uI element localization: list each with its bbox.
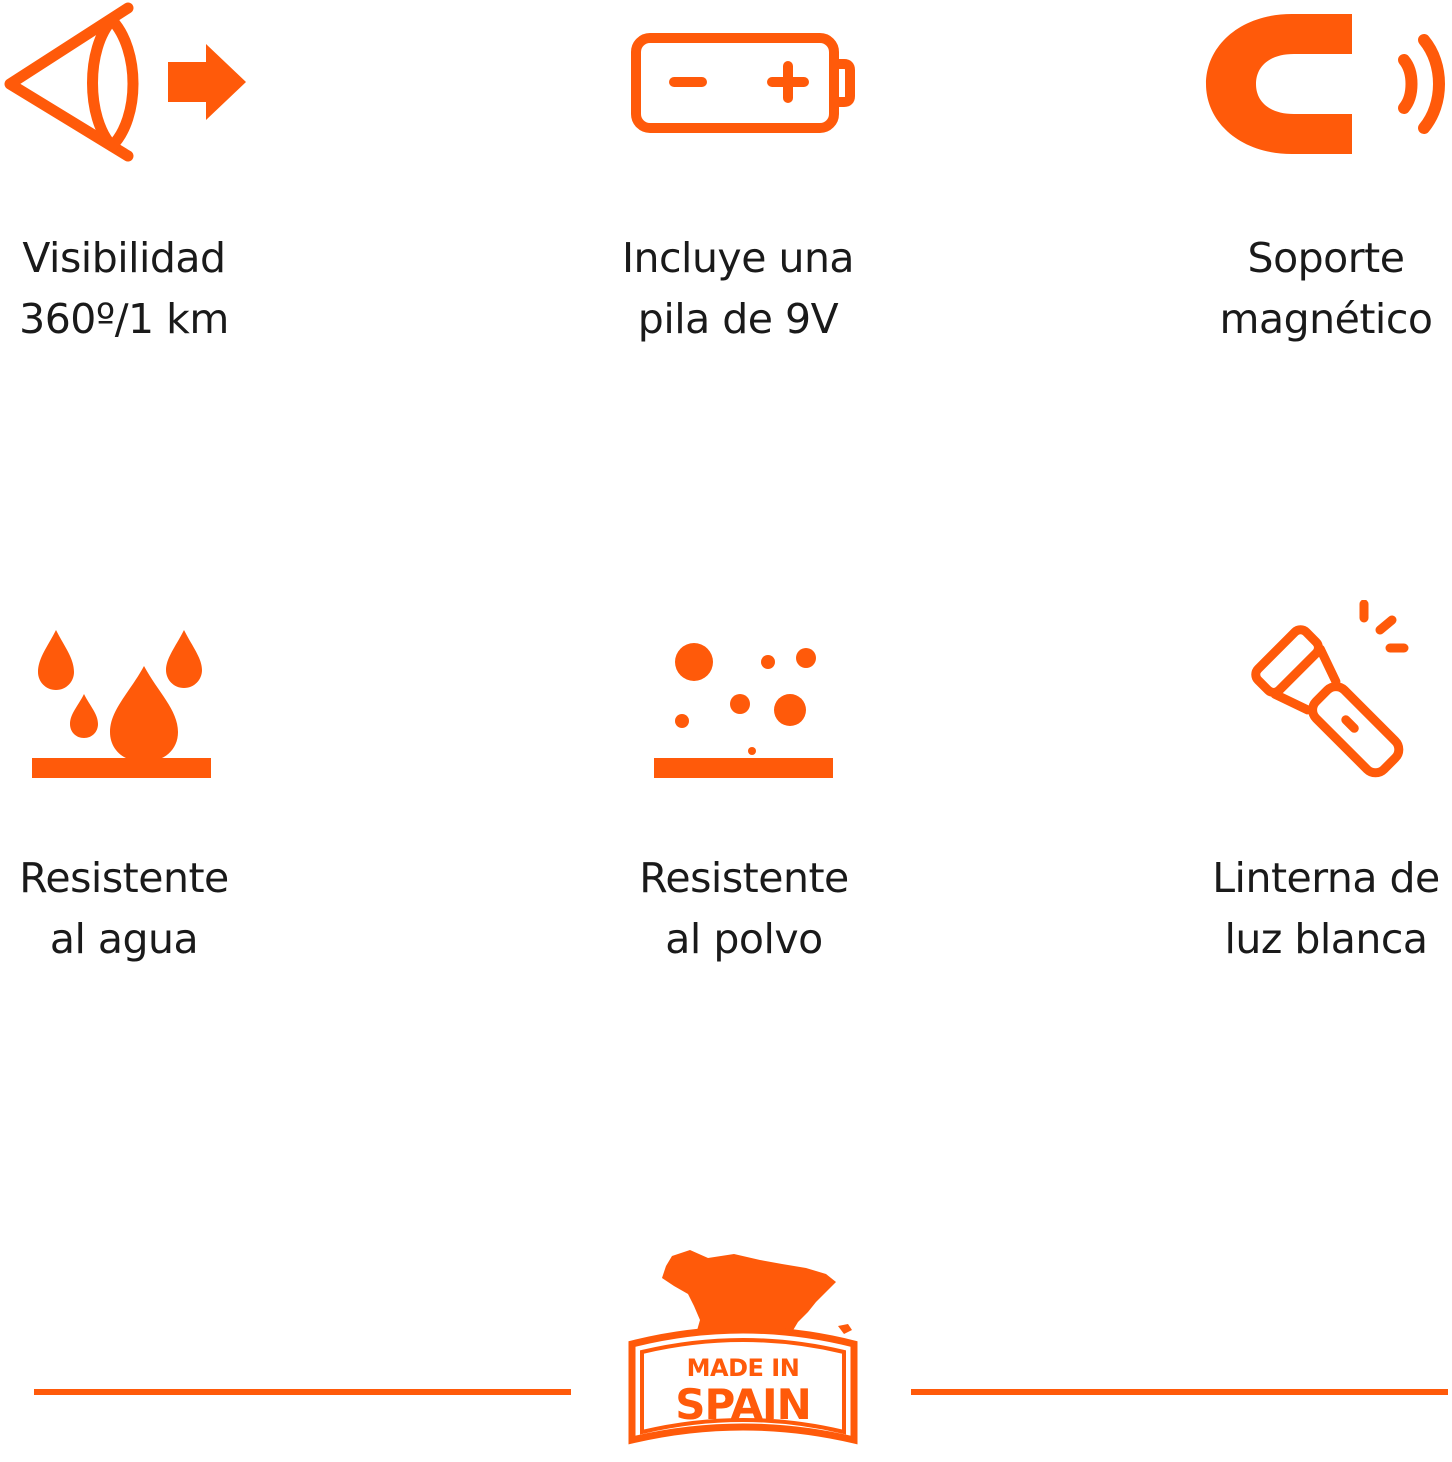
eye-arrow-icon <box>4 2 246 162</box>
feature-line-1: Resistente <box>19 854 229 902</box>
water-drops-icon <box>32 630 211 778</box>
badge-line-2: SPAIN <box>675 1380 811 1429</box>
badge-line-1: MADE IN <box>686 1354 800 1382</box>
feature-line-2: pila de 9V <box>637 295 839 343</box>
divider-right <box>911 1389 1448 1395</box>
feature-line-2: luz blanca <box>1224 915 1428 963</box>
badge-frame <box>628 1326 858 1445</box>
feature-line-1: Linterna de <box>1212 854 1440 902</box>
feature-line-2: al polvo <box>665 915 823 963</box>
feature-line-2: al agua <box>49 915 199 963</box>
spain-map-icon <box>662 1250 852 1338</box>
feature-line-2: magnético <box>1219 295 1433 343</box>
feature-line-2: 360º/1 km <box>19 295 229 343</box>
made-in-spain-badge: MADE IN SPAIN <box>622 1246 864 1460</box>
dust-particles-icon <box>654 643 833 778</box>
feature-line-1: Incluye una <box>621 234 855 282</box>
divider-left <box>34 1389 571 1395</box>
magnet-icon <box>1206 14 1445 154</box>
feature-line-1: Soporte <box>1247 234 1405 282</box>
battery-icon <box>631 33 855 133</box>
feature-line-1: Resistente <box>639 854 849 902</box>
feature-line-1: Visibilidad <box>22 234 226 282</box>
flashlight-icon <box>1251 600 1409 778</box>
